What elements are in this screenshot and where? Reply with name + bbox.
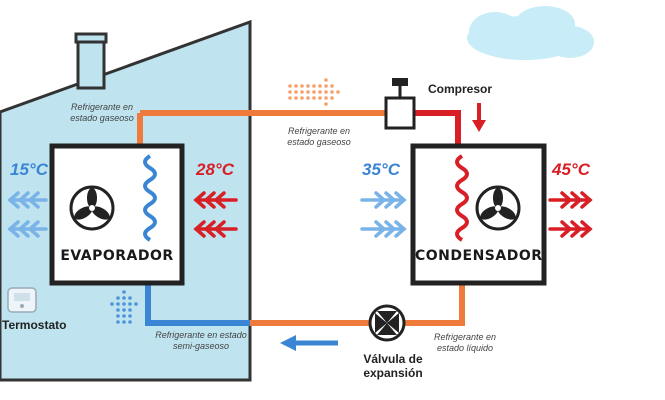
evaporator-label: EVAPORADOR: [60, 248, 174, 264]
coil-icon: [143, 154, 157, 242]
warm-air-in-arrows: [193, 191, 238, 238]
cloud-icon: [467, 6, 594, 60]
label-top-left: Refrigerante en estado gaseoso: [70, 102, 134, 123]
evaporator-unit: [49, 143, 185, 286]
pipe-warm-right: [404, 283, 465, 326]
label-top-mid: Refrigerante en estado gaseoso: [287, 126, 351, 147]
compressor-icon: [384, 78, 416, 130]
compressor-label: Compresor: [427, 82, 492, 96]
pipe-cold-bottom: [145, 283, 250, 326]
left-arrow-icon: [280, 335, 338, 351]
coil-icon: [455, 154, 469, 242]
label-bottom-right: Refrigerante en estado líquido: [433, 332, 497, 353]
valve-label: Válvula de expansión: [363, 352, 423, 380]
air-in-arrows: [360, 191, 407, 238]
flow-arrow-icon: [288, 78, 340, 106]
temp-cond-in: 35°C: [362, 160, 400, 179]
temp-evap-in: 28°C: [196, 160, 234, 179]
fan-icon: [475, 185, 521, 231]
compressor-arrow-icon: [472, 103, 486, 132]
thermostat-icon: [7, 287, 37, 313]
hot-air-out-arrows: [548, 191, 593, 238]
chimney: [76, 36, 106, 90]
thermostat-label: Termostato: [2, 318, 67, 332]
up-arrow-icon: [110, 290, 138, 324]
expansion-valve-icon: [368, 304, 406, 342]
condenser-label: CONDENSADOR: [415, 248, 543, 264]
temp-cond-out: 45°C: [552, 160, 590, 179]
label-bottom-left: Refrigerante en estado semi-gaseoso: [155, 330, 247, 351]
pipe-hot-top: [412, 110, 461, 146]
fan-icon: [69, 185, 115, 231]
temp-evap-out: 15°C: [10, 160, 48, 179]
cold-air-out-arrows: [7, 191, 48, 238]
